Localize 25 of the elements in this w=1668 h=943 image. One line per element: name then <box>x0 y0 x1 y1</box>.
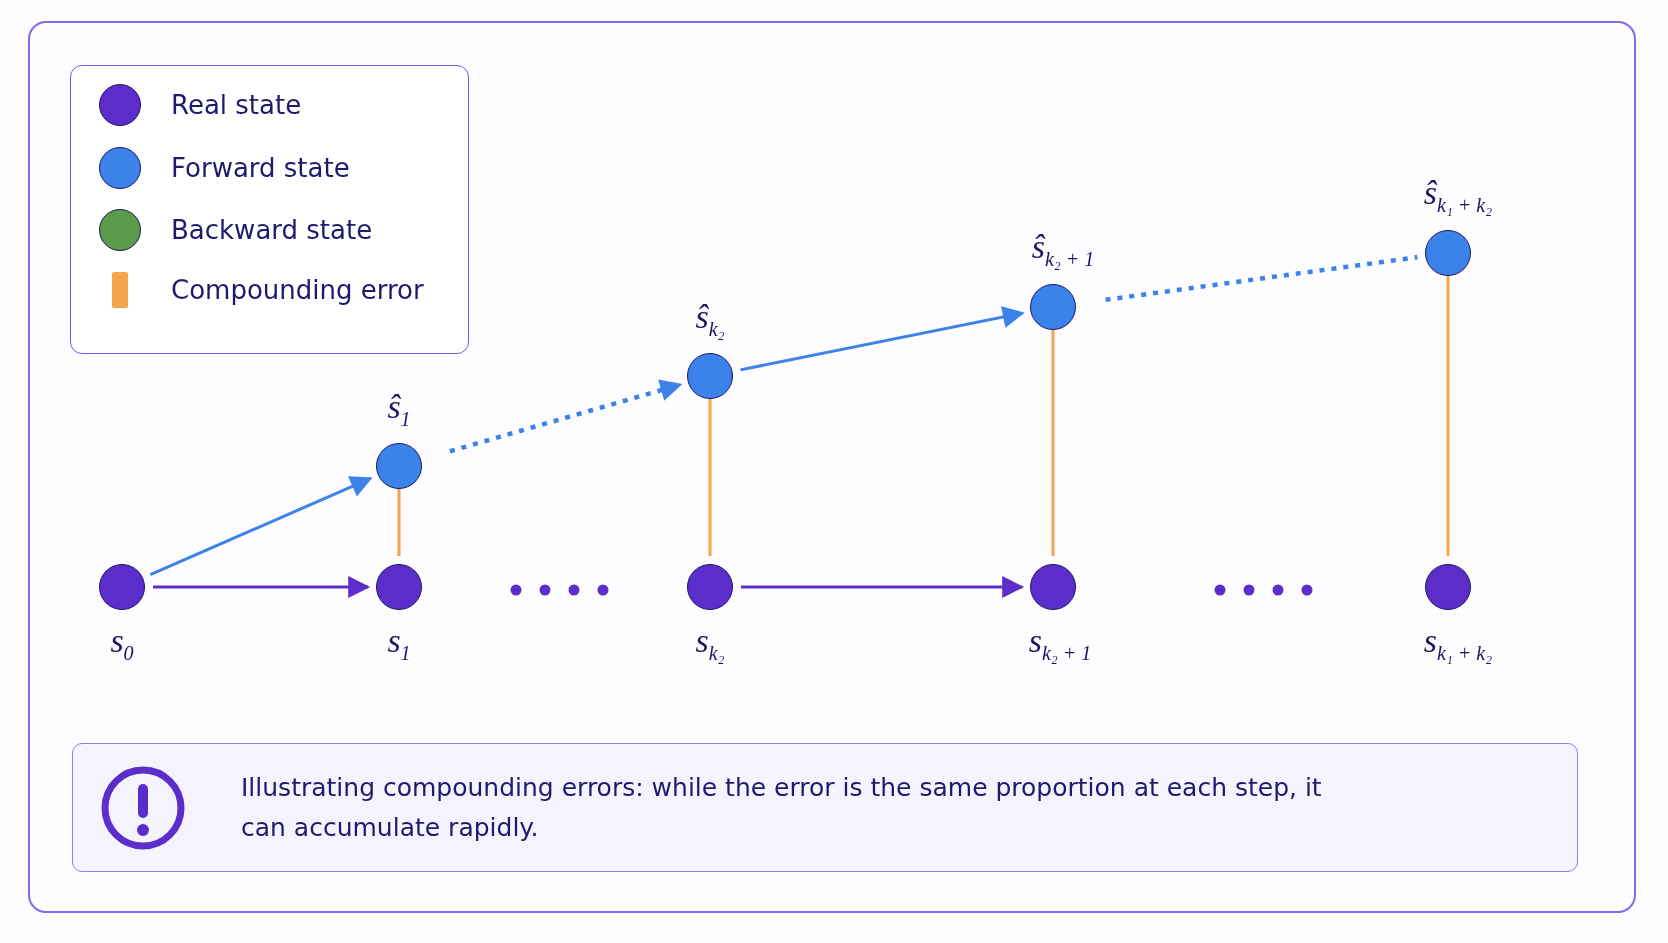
legend-label: Forward state <box>171 152 350 183</box>
connector-line <box>1105 254 1418 303</box>
state-label: s$_{1}$ <box>387 622 411 665</box>
connector-line <box>1446 276 1450 556</box>
state-label: ŝ$_{k₁ + k₂}$ <box>1423 174 1493 217</box>
note-box <box>72 743 1578 872</box>
legend-label: Real state <box>171 90 302 120</box>
connector-line <box>397 489 401 556</box>
connector-line <box>1051 330 1055 556</box>
arrow <box>149 476 373 576</box>
arrow <box>740 306 1025 372</box>
arrow <box>449 379 683 454</box>
connector-line <box>708 399 712 556</box>
state-label: ŝ$_{k₂}$ <box>695 298 725 341</box>
arrow <box>741 576 1025 598</box>
state-label: s$_{k₁ + k₂}$ <box>1423 622 1493 665</box>
state-label: ŝ$_{1}$ <box>387 388 411 431</box>
state-label: ŝ$_{k₂ + 1}$ <box>1031 228 1095 271</box>
state-label: s$_{k₂}$ <box>695 622 725 665</box>
note-text: Illustrating compounding errors: while the error is the same proportion at each step, it can accumulate rapidly. <box>241 771 1323 844</box>
state-label: s$_{0}$ <box>110 622 134 665</box>
legend-label: Backward state <box>171 215 373 245</box>
legend-label: Compounding error <box>171 274 424 305</box>
state-label: s$_{k₂ + 1}$ <box>1028 622 1092 665</box>
arrow <box>153 576 371 598</box>
